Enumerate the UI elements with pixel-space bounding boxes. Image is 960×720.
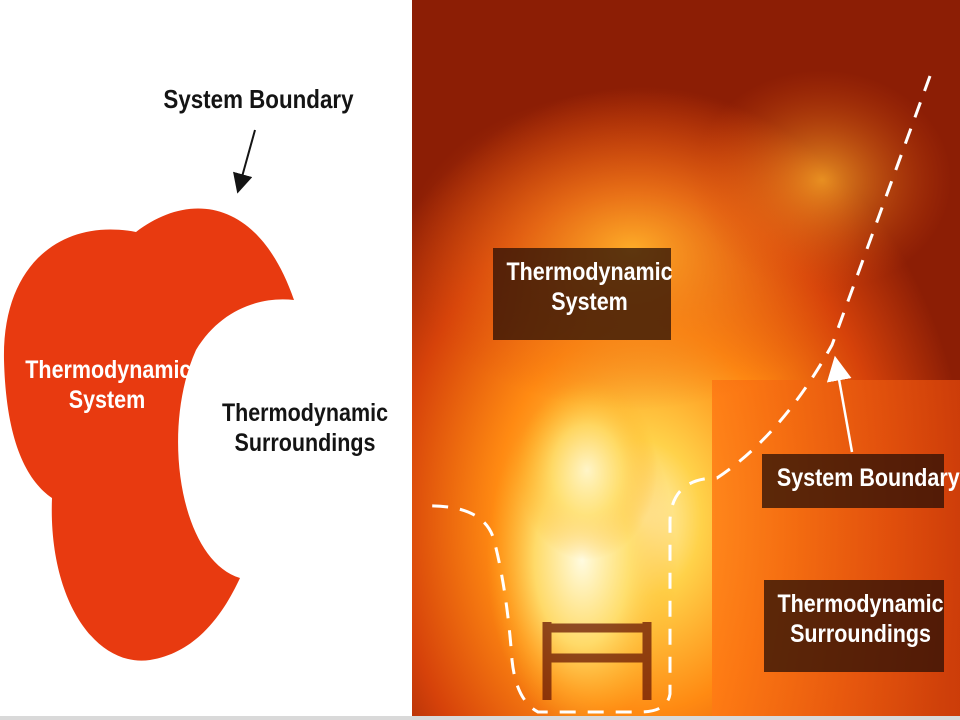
fire-system-label-line-2: System: [551, 287, 628, 316]
surroundings-label-line-1: Thermodynamic: [221, 399, 389, 427]
schematic-diagram: System Boundary Thermodynamic System The…: [0, 0, 412, 720]
boundary-dashed-line: [423, 75, 932, 714]
boundary-pointer-arrow: [826, 355, 854, 453]
flame-upper-right: [692, 70, 952, 290]
system-label-line-2: System: [68, 386, 146, 414]
boundary-arrow: [233, 129, 256, 194]
system-blob: [3, 208, 294, 661]
fire-surroundings-label-line-1: Thermodynamic: [777, 590, 944, 618]
fire-surroundings-label-line-2: Surroundings: [790, 619, 932, 648]
fire-surroundings-label: Thermodynamic Surroundings: [764, 580, 944, 672]
bottom-strip: [0, 716, 960, 720]
chair-silhouette: [542, 622, 652, 700]
fire-boundary-label-text: System Boundary: [776, 464, 960, 492]
fire-illustration: [412, 0, 960, 720]
fire-system-label-line-1: Thermodynamic: [506, 258, 673, 286]
system-label-line-1: Thermodynamic: [25, 356, 192, 384]
fire-boundary-label: System Boundary: [762, 454, 960, 508]
surroundings-label: Thermodynamic Surroundings: [219, 398, 391, 458]
fire-photo: Thermodynamic System System Boundary The…: [412, 0, 960, 720]
flame-core-upper: [517, 380, 657, 560]
surroundings-label-line-2: Surroundings: [234, 429, 376, 457]
system-label: Thermodynamic System: [25, 355, 192, 415]
boundary-label: System Boundary: [163, 84, 354, 114]
schematic-svg: [3, 129, 294, 661]
fire-system-label: Thermodynamic System: [493, 248, 673, 340]
